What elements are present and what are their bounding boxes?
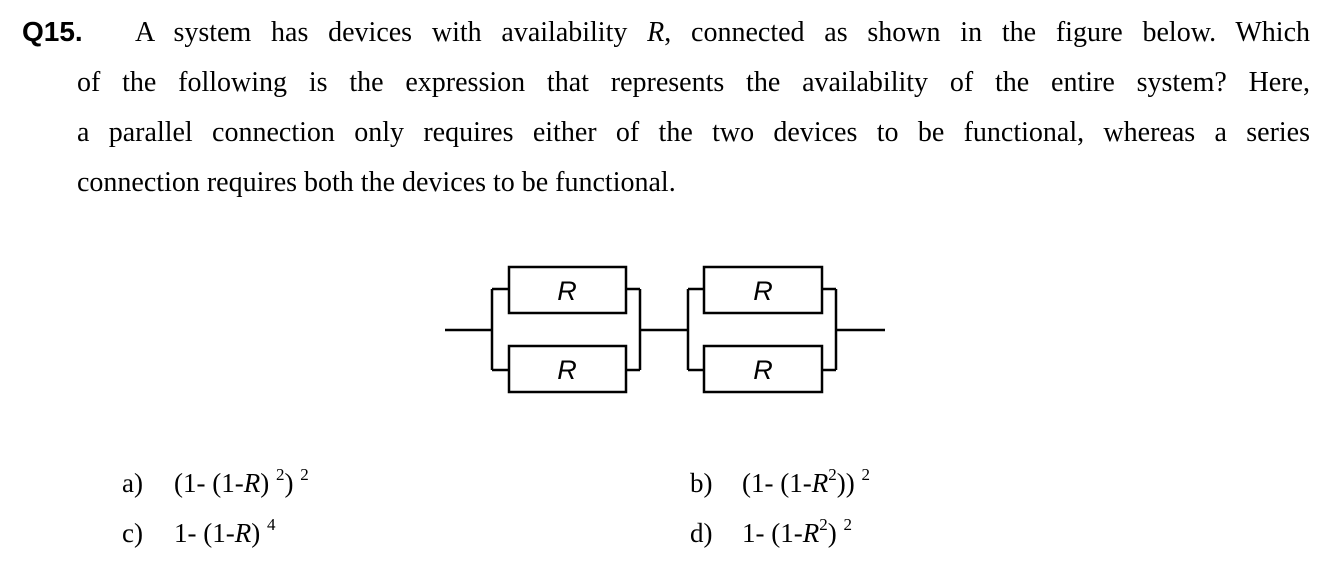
device-box: [702, 344, 824, 394]
wire: [445, 287, 885, 372]
exponent: 4: [266, 515, 276, 534]
variable-r: R: [802, 518, 820, 548]
variable-r: R: [647, 17, 665, 48]
expression-text: 1- (1-: [742, 518, 803, 548]
device-label: R: [557, 355, 577, 385]
expression-text: (1- (1-: [174, 468, 244, 498]
device-box: [702, 265, 824, 315]
device-label: R: [753, 276, 773, 306]
expression-text: ): [284, 468, 301, 498]
expression-text: ): [260, 468, 276, 498]
device-box: [507, 265, 628, 315]
exponent: 2: [828, 465, 837, 484]
expression-text: (1- (1-: [742, 468, 812, 498]
option-label: b): [690, 468, 713, 498]
exponent: 2: [275, 465, 285, 484]
expression-text: ): [827, 518, 844, 548]
answer-option-d[interactable]: d)1- (1-R2) 2: [690, 515, 852, 549]
question-line-3: a parallel connection only requires eith…: [77, 117, 1310, 148]
answer-option-c[interactable]: c) 1- (1-R) 4: [122, 515, 276, 549]
exponent: 2: [861, 465, 870, 484]
device-label: R: [753, 355, 773, 385]
question-number: Q15.: [22, 16, 83, 47]
option-label: a): [122, 468, 143, 498]
expression-text: 1- (1-: [174, 518, 235, 548]
answer-option-b[interactable]: b)(1- (1-R2)) 2: [690, 465, 870, 499]
answer-option-a[interactable]: a) (1- (1-R) 2) 2: [122, 465, 309, 499]
text: , connected as shown in the figure below…: [664, 17, 1311, 48]
variable-r: R: [243, 468, 261, 498]
question-line-4: connection requires both the devices to …: [77, 167, 676, 198]
variable-r: R: [234, 518, 252, 548]
variable-r: R: [811, 468, 829, 498]
text: A system has devices with availability: [135, 17, 648, 48]
question-line-2: of the following is the expression that …: [77, 67, 1310, 98]
option-label: c): [122, 518, 143, 548]
expression-text: )): [836, 468, 862, 498]
expression-text: ): [251, 518, 267, 548]
exponent: 2: [843, 515, 852, 534]
device-label: R: [557, 276, 577, 306]
device-box: [507, 344, 628, 394]
exponent: 2: [300, 465, 309, 484]
question-line-1: A system has devices with availability R…: [135, 17, 1310, 49]
exponent: 2: [819, 515, 828, 534]
option-label: d): [690, 518, 713, 548]
